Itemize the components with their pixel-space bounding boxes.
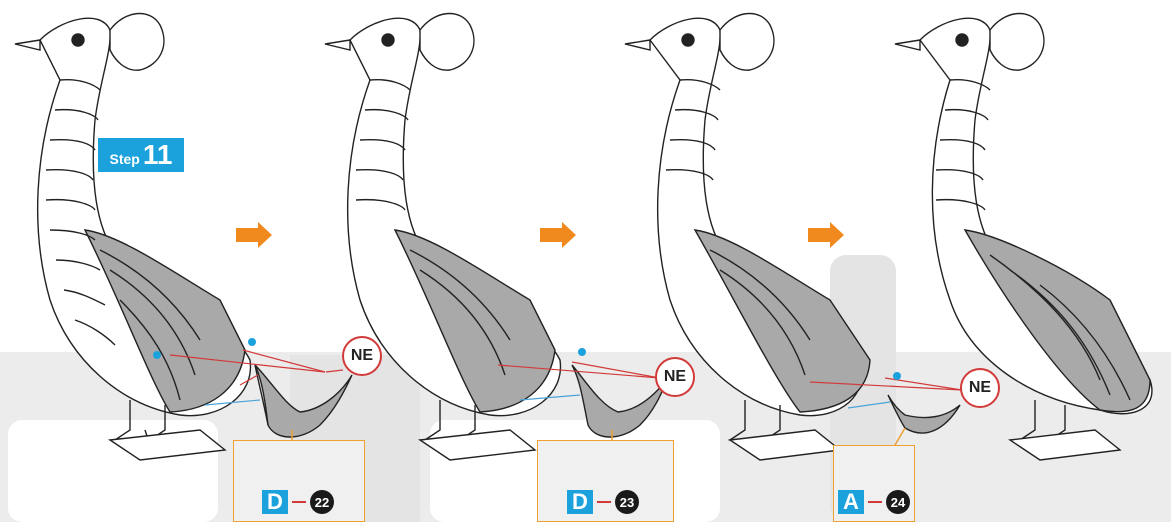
part-code-1: D 22	[262, 490, 334, 514]
arrow-icon	[808, 222, 844, 248]
note-callout-3: NE	[960, 368, 1000, 408]
dash-icon	[868, 501, 882, 503]
part-letter: A	[838, 490, 864, 514]
step-number: 11	[143, 138, 173, 172]
part-code-3: A 24	[838, 490, 910, 514]
arrow-icon	[540, 222, 576, 248]
arrow-icon	[236, 222, 272, 248]
part-letter: D	[567, 490, 593, 514]
note-callout-1: NE	[342, 336, 382, 376]
dash-icon	[597, 501, 611, 503]
dash-icon	[292, 501, 306, 503]
part-letter: D	[262, 490, 288, 514]
part-number: 23	[615, 490, 639, 514]
step-badge: Step 11	[98, 138, 184, 172]
part-code-2: D 23	[567, 490, 639, 514]
part-number: 22	[310, 490, 334, 514]
step-word: Step	[110, 151, 140, 167]
note-callout-2: NE	[655, 357, 695, 397]
part-number: 24	[886, 490, 910, 514]
